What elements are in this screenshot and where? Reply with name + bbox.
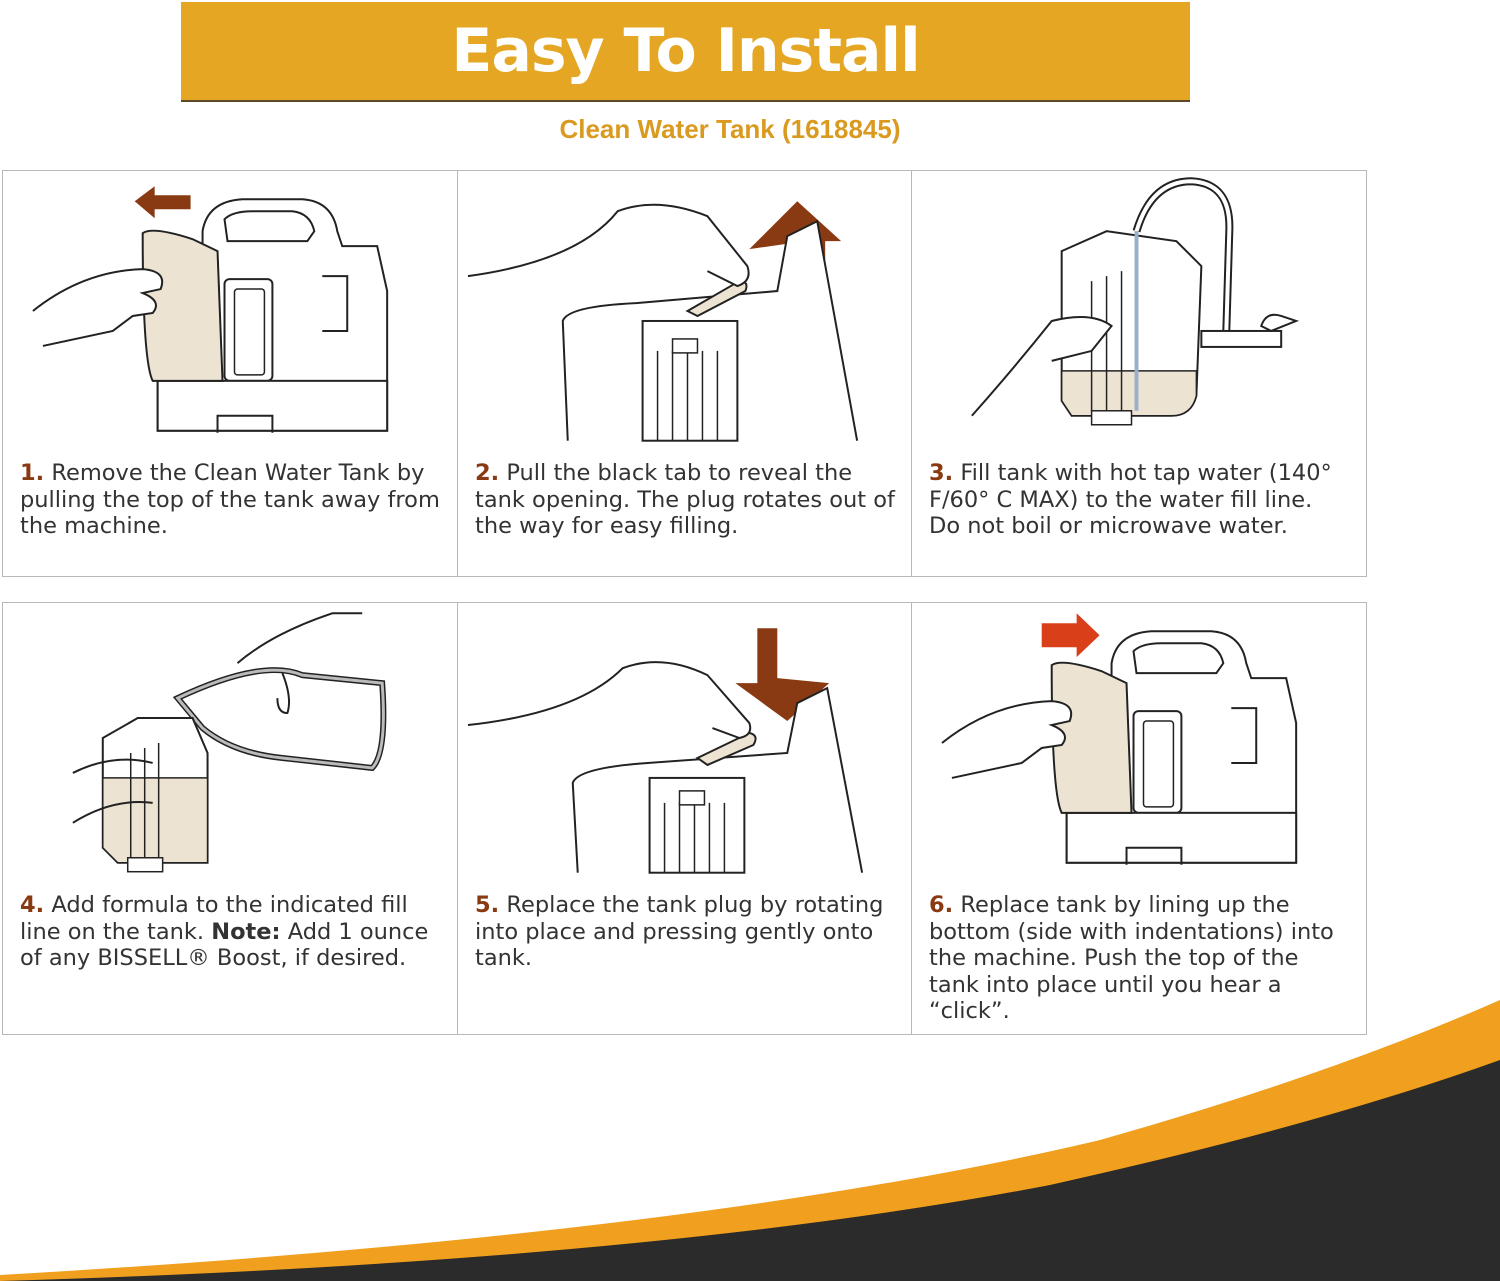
fill-tank-illustration [971, 177, 1300, 426]
replace-tank-illustration [941, 613, 1298, 865]
step-2-card: 2. Pull the black tab to reveal the tank… [458, 171, 912, 577]
step-3-text: Fill tank with hot tap water (140° F/60°… [929, 460, 1332, 539]
step-2-illustration [458, 171, 911, 449]
add-formula-illustration [72, 612, 387, 873]
step-5-card: 5. Replace the tank plug by rotating int… [458, 603, 912, 1035]
step-3-card: 3. Fill tank with hot tap water (140° F/… [912, 171, 1367, 577]
decorative-swoosh [0, 1000, 1500, 1281]
step-2-caption: 2. Pull the black tab to reveal the tank… [458, 449, 911, 576]
step-4-card: 4. Add formula to the indicated fill lin… [3, 603, 458, 1035]
page-subtitle: Clean Water Tank (1618845) [559, 114, 901, 144]
step-4-illustration [3, 603, 457, 881]
step-1-caption: 1. Remove the Clean Water Tank by pullin… [3, 449, 457, 576]
arrow-left-icon [134, 186, 191, 219]
step-1-text: Remove the Clean Water Tank by pulling t… [20, 460, 440, 539]
step-5-number: 5. [475, 892, 500, 918]
step-1-illustration [3, 171, 457, 449]
step-4-caption: 4. Add formula to the indicated fill lin… [3, 881, 457, 1034]
pull-tab-illustration [467, 201, 859, 442]
step-6-illustration [912, 603, 1366, 881]
step-6-caption: 6. Replace tank by lining up the bottom … [912, 881, 1366, 1034]
step-5-caption: 5. Replace the tank plug by rotating int… [458, 881, 911, 1034]
step-2-number: 2. [475, 460, 500, 486]
step-4-text: Add formula to the indicated fill line o… [20, 892, 408, 945]
step-4-note-label: Note: [211, 918, 281, 945]
step-5-text: Replace the tank plug by rotating into p… [475, 892, 884, 971]
swoosh-dark [0, 1060, 1500, 1281]
step-4-note-text: Add 1 ounce of any BISSELL® Boost, if de… [20, 918, 429, 972]
page-title: Easy To Install [451, 16, 920, 86]
step-4-number: 4. [20, 892, 45, 918]
header-banner: Easy To Install [181, 2, 1190, 102]
steps-row-2: 4. Add formula to the indicated fill lin… [2, 602, 1367, 1035]
step-3-number: 3. [929, 460, 954, 486]
step-6-text: Replace tank by lining up the bottom (si… [929, 892, 1334, 1024]
step-6-card: 6. Replace tank by lining up the bottom … [912, 603, 1367, 1035]
arrow-right-icon [1041, 613, 1100, 658]
step-5-illustration [458, 603, 911, 881]
replace-plug-illustration [467, 628, 864, 874]
remove-tank-illustration [32, 186, 389, 433]
step-6-number: 6. [929, 892, 954, 918]
step-1-number: 1. [20, 460, 45, 486]
steps-row-1: 1. Remove the Clean Water Tank by pullin… [2, 170, 1367, 577]
step-2-text: Pull the black tab to reveal the tank op… [475, 460, 895, 539]
step-3-illustration [912, 171, 1366, 449]
step-1-card: 1. Remove the Clean Water Tank by pullin… [3, 171, 458, 577]
step-3-caption: 3. Fill tank with hot tap water (140° F/… [912, 449, 1366, 576]
